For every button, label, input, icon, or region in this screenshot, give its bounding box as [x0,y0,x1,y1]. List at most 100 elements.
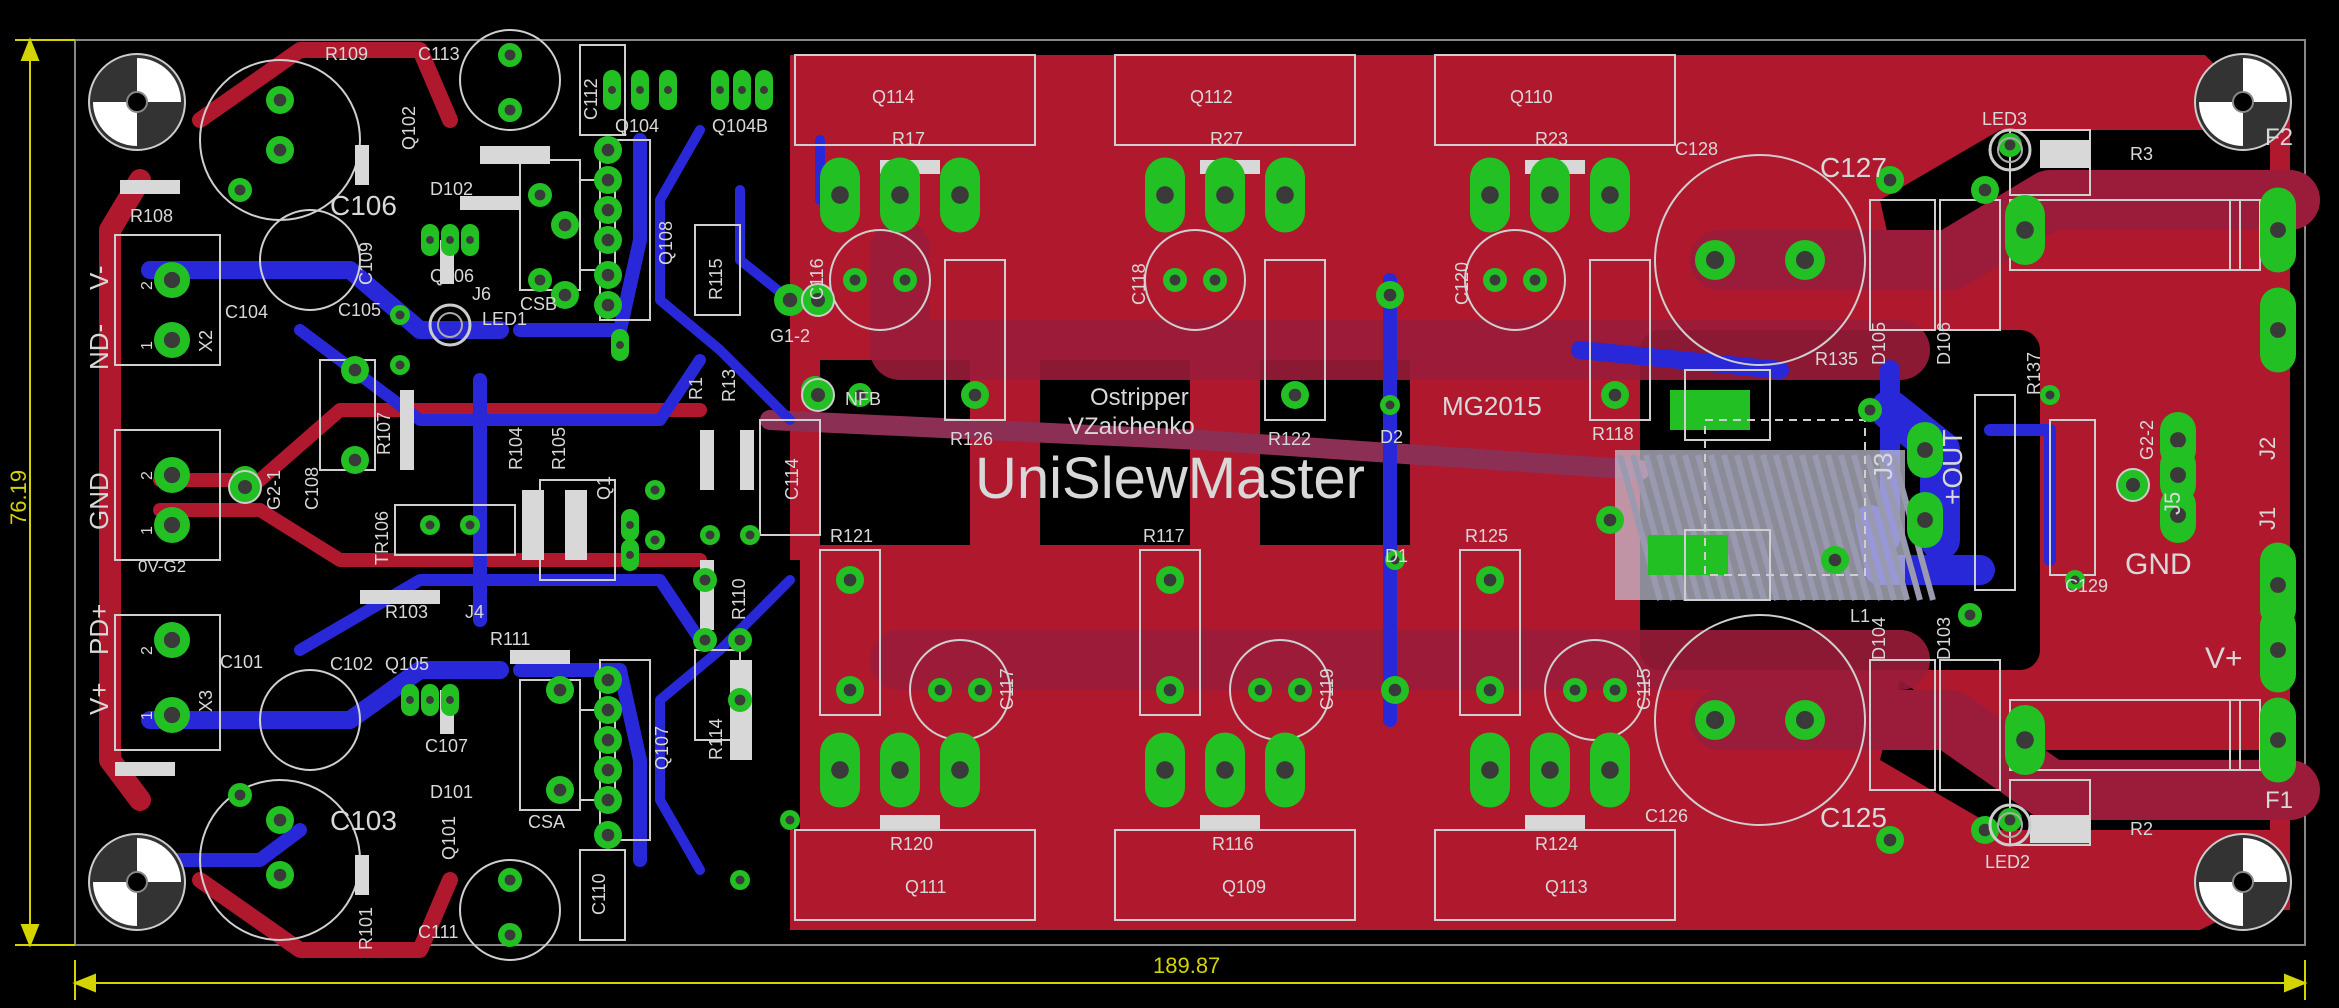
label-q104b: Q104B [712,116,768,136]
pad-drill [553,683,567,697]
pad-drill [1276,761,1294,779]
resistor-body [522,490,544,560]
pad-drill [601,673,615,687]
led-outline [1988,803,2032,847]
label-r115: R115 [706,258,726,300]
label-c110: C110 [589,873,609,915]
label-g2-1: G2-1 [264,470,284,510]
test-point-drill [2126,478,2140,492]
label-c111: C111 [418,922,458,942]
mounting-hole-drill [126,91,148,113]
label-d102: D102 [430,179,473,199]
pad-drill [425,520,435,530]
pad-drill [734,634,746,646]
connector-0v-g2-label: 0V-G2 [138,557,186,576]
inductor-winding [1838,454,1884,601]
connector-pin-number: 1 [139,526,156,535]
pad-drill [601,763,615,777]
label-r103: R103 [385,602,428,622]
label-c126: C126 [1645,806,1688,826]
mounting-hole-quadrant [2243,838,2287,882]
label-c128: C128 [1675,139,1718,159]
label-r104: R104 [506,427,526,470]
board-title: UniSlewMaster [975,446,1365,511]
pad-drill [1978,823,1992,837]
label-r114: R114 [706,718,726,760]
pad-drill [348,453,362,467]
led-lens [1997,812,2023,838]
pad-drill [1163,683,1177,697]
pad-drill [716,86,724,94]
label-c101: C101 [220,652,263,672]
pad-drill [626,521,634,529]
label-x2: X2 [196,330,216,352]
pad-drill [699,634,711,646]
mounting-hole-quadrant [2199,102,2243,146]
pad-drill [1569,684,1581,696]
label-r112: R112 [500,144,542,164]
label-j3: J3 [1868,453,1898,480]
label-d101: D101 [430,782,473,802]
label-r120: R120 [890,834,933,854]
pad-drill [734,694,746,706]
pad-drill [1541,186,1559,204]
pad-drill [785,815,795,825]
resistor-body [1525,815,1585,829]
pad-drill [1603,513,1617,527]
label-r121: R121 [830,526,873,546]
pad-drill [699,574,711,586]
connector-x3-label-v-plus: V+ [84,682,114,715]
pad-drill [843,683,857,697]
label-q109: Q109 [1222,877,1266,897]
inductor-winding [1643,454,1689,601]
pad-drill [664,86,672,94]
pad-drill [849,274,861,286]
label-r116: R116 [1212,834,1254,854]
pad-drill [553,783,567,797]
pad-drill [1481,761,1499,779]
pad-drill [1883,173,1897,187]
pad-drill [1156,761,1174,779]
inductor-winding [1864,454,1910,601]
pad-drill [601,733,615,747]
label-r107: R107 [374,412,394,455]
label-d105: D105 [1869,322,1889,365]
label-d106: D106 [1934,322,1954,365]
pad-drill [504,874,516,886]
pad-drill [1964,609,1976,621]
pad-drill [1156,186,1174,204]
pad-drill [2270,322,2286,338]
label-c102: C102 [330,654,373,674]
connector-x2-label-nd-minus: ND- [84,324,114,370]
label-c106: C106 [330,190,397,221]
pad-drill [934,684,946,696]
pad-drill [1529,274,1541,286]
pad-drill [601,268,615,282]
label-q1: Q1 [594,476,614,500]
label-g1-2: G1-2 [770,326,810,346]
connector-x3-label-pd-plus: PD+ [84,604,114,655]
pad-drill [2004,139,2016,151]
inductor-winding [1812,454,1858,601]
label-l1: L1 [1850,606,1870,626]
label-g2-2: G2-2 [2137,420,2157,460]
label-r108: R108 [130,206,173,226]
label-c120: C120 [1452,262,1472,305]
test-point-drill [811,293,825,307]
pad-drill [1601,761,1619,779]
pad-drill [234,789,246,801]
pad-drill [163,631,181,649]
led-outline [428,303,472,347]
label-c117: C117 [997,668,1017,710]
pad-drill [1288,388,1302,402]
pad-drill [1489,274,1501,286]
label-c112: C112 [581,78,601,120]
silkscreen-text: UniSlewMaster Ostripper VZaichenko MG201… [6,265,2243,978]
out-label: +OUT [1937,430,1968,505]
pad-drill [406,696,414,704]
label-r102: R102 [130,759,173,779]
pad-drill [760,86,768,94]
label-q102: Q102 [399,106,419,150]
